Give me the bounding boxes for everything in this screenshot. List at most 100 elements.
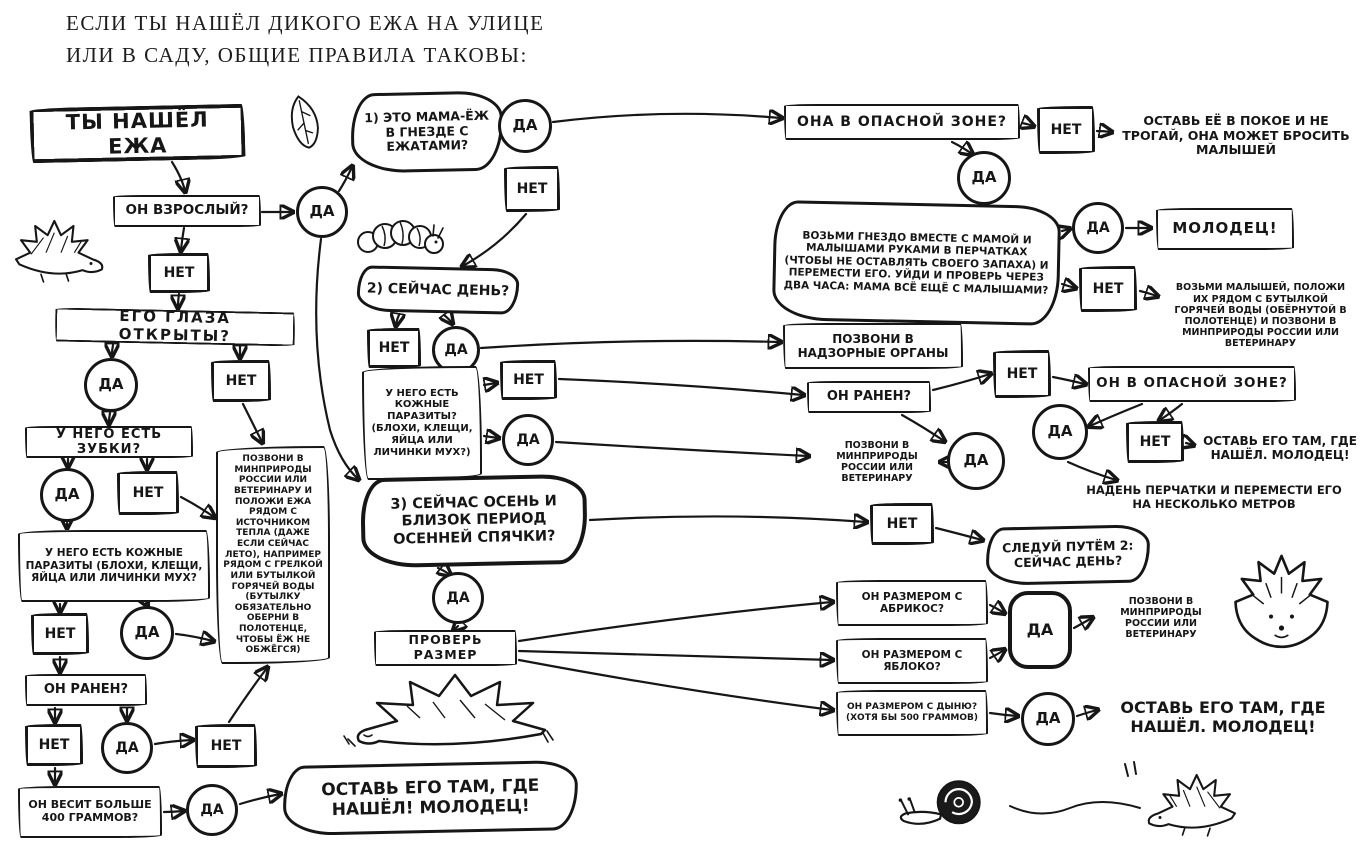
flow-edge bbox=[1072, 618, 1092, 628]
flow-edge bbox=[479, 341, 780, 348]
flow-edge bbox=[241, 402, 262, 442]
page-title: ЕСЛИ ТЫ НАШЁЛ ДИКОГО ЕЖА НА УЛИЦЕ ИЛИ В … bbox=[66, 8, 586, 71]
node-yes-danger-her: ДА bbox=[957, 151, 1011, 205]
node-yes-eyes: ДА bbox=[84, 358, 138, 412]
node-well-done: МОЛОДЕЦ! bbox=[1156, 208, 1294, 250]
flow-edge bbox=[1138, 291, 1157, 296]
flow-edge bbox=[551, 114, 781, 122]
node-danger-zone-him: ОН В ОПАСНОЙ ЗОНЕ? bbox=[1088, 366, 1296, 402]
node-teeth: У НЕГО ЕСТЬ ЗУБКИ? bbox=[25, 426, 193, 458]
hedgehog-illustration-left bbox=[6, 190, 106, 302]
node-leave-found-left: ОСТАВЬ ЕГО ТАМ, ГДЕ НАШЁЛ! МОЛОДЕЦ! bbox=[282, 759, 579, 837]
node-no-wounded-mid: НЕТ bbox=[993, 350, 1051, 398]
node-parasites-left: У НЕГО ЕСТЬ КОЖНЫЕ ПАРАЗИТЫ (БЛОХИ, КЛЕЩ… bbox=[18, 530, 210, 602]
node-gloves-move: НАДЕНЬ ПЕРЧАТКИ И ПЕРЕМЕСТИ ЕГО НА НЕСКО… bbox=[1086, 483, 1342, 511]
flow-edge bbox=[988, 713, 1017, 716]
node-no-mama: НЕТ bbox=[504, 166, 560, 212]
node-follow-path2: СЛЕДУЙ ПУТЁМ 2: СЕЙЧАС ДЕНЬ? bbox=[985, 524, 1151, 586]
flow-edge bbox=[988, 650, 1004, 658]
flow-edge bbox=[517, 602, 832, 643]
node-call-ministry-1: ПОЗВОНИ В МИНПРИРОДЫ РОССИИ ИЛИ ВЕТЕРИНА… bbox=[836, 439, 918, 485]
flow-edge bbox=[227, 668, 267, 724]
flow-edge bbox=[153, 740, 192, 744]
flow-edge bbox=[162, 811, 183, 812]
node-yes-nest: ДА bbox=[1072, 202, 1124, 254]
node-no-danger-him: НЕТ bbox=[1126, 421, 1184, 463]
node-check-size: ПРОВЕРЬ РАЗМЕР bbox=[374, 630, 517, 666]
flow-edge bbox=[337, 167, 352, 193]
node-yes-melon: ДА bbox=[1021, 692, 1075, 746]
node-danger-zone-her: ОНА В ОПАСНОЙ ЗОНЕ? bbox=[784, 104, 1020, 140]
hedgehog-illustration-right bbox=[1224, 540, 1339, 668]
flow-edge bbox=[1095, 131, 1111, 132]
flow-edge bbox=[482, 436, 498, 438]
flow-edge bbox=[517, 649, 832, 660]
node-start: ТЫ НАШЁЛ ЕЖА bbox=[29, 103, 246, 164]
hedgehog-illustration-bottom bbox=[1145, 758, 1245, 842]
node-yes-weight: ДА bbox=[186, 784, 238, 836]
flow-edge bbox=[1066, 460, 1116, 480]
sleeping-hedgehog-illustration bbox=[343, 660, 555, 760]
node-yes-teeth: ДА bbox=[40, 468, 94, 522]
node-q3-autumn: 3) СЕЙЧАС ОСЕНЬ И БЛИЗОК ПЕРИОД ОСЕННЕЙ … bbox=[360, 473, 588, 569]
flow-edge bbox=[112, 345, 113, 355]
node-size-apricot: ОН РАЗМЕРОМ С АБРИКОС? bbox=[836, 580, 988, 626]
node-leave-found-mid: ОСТАВЬ ЕГО ТАМ, ГДЕ НАШЁЛ. МОЛОДЕЦ! bbox=[1203, 433, 1357, 462]
node-yes-autumn: ДА bbox=[432, 572, 484, 624]
flow-edge bbox=[238, 794, 280, 806]
flow-edge bbox=[1160, 402, 1184, 420]
node-size-melon: ОН РАЗМЕРОМ С ДЫНЮ? (ХОТЯ БЫ 500 ГРАММОВ… bbox=[836, 690, 988, 736]
flow-edge bbox=[181, 226, 184, 250]
node-wounded-left: ОН РАНЕН? bbox=[25, 674, 147, 706]
caterpillar-illustration bbox=[352, 198, 452, 258]
flow-edge bbox=[557, 377, 803, 395]
node-no-adult: НЕТ bbox=[148, 253, 210, 293]
flow-edge bbox=[554, 440, 808, 456]
title-line-1: ЕСЛИ ТЫ НАШЁЛ ДИКОГО ЕЖА НА УЛИЦЕ bbox=[66, 11, 545, 35]
node-call-authorities: ПОЗВОНИ В НАДЗОРНЫЕ ОРГАНЫ bbox=[783, 323, 963, 369]
flow-edge bbox=[900, 413, 944, 441]
flow-edge bbox=[174, 634, 213, 641]
flow-edge bbox=[170, 160, 185, 191]
flow-edge bbox=[179, 495, 214, 517]
node-size-apple: ОН РАЗМЕРОМ С ЯБЛОКО? bbox=[836, 638, 988, 684]
node-take-babies: ВОЗЬМИ МАЛЫШЕЙ, ПОЛОЖИ ИХ РЯДОМ С БУТЫЛК… bbox=[1174, 282, 1347, 350]
flow-edge bbox=[988, 605, 1004, 613]
node-yes-danger-him: ДА bbox=[1032, 404, 1088, 460]
flow-edge bbox=[517, 658, 832, 710]
node-no-weight-branch: НЕТ bbox=[195, 724, 257, 768]
flow-edge bbox=[1051, 377, 1085, 384]
flow-edge bbox=[950, 142, 972, 154]
node-q1-mama: 1) ЭТО МАМА-ЁЖ В ГНЕЗДЕ С ЕЖАТАМИ? bbox=[350, 90, 504, 174]
flow-edge bbox=[1090, 402, 1144, 426]
motion-marks bbox=[1124, 761, 1137, 777]
node-yes-parasites-left: ДА bbox=[120, 606, 174, 660]
node-no-autumn: НЕТ bbox=[870, 503, 934, 545]
node-yes-small-size: ДА bbox=[1008, 591, 1072, 669]
node-no-parasites-left: НЕТ bbox=[31, 613, 89, 655]
flow-edge bbox=[146, 603, 147, 605]
flow-edge bbox=[178, 292, 179, 307]
flow-edge bbox=[463, 212, 528, 266]
node-eyes-open: ЕГО ГЛАЗА ОТКРЫТЫ? bbox=[54, 307, 296, 347]
node-weight: ОН ВЕСИТ БОЛЬШЕ 400 ГРАММОВ? bbox=[18, 786, 162, 838]
snail-illustration bbox=[888, 766, 1003, 832]
node-adult: ОН ВЗРОСЛЫЙ? bbox=[113, 195, 261, 227]
snail-trail bbox=[1009, 801, 1141, 815]
node-take-nest: ВОЗЬМИ ГНЕЗДО ВМЕСТЕ С МАМОЙ И МАЛЫШАМИ … bbox=[771, 200, 1062, 326]
node-yes-mama: ДА bbox=[498, 99, 552, 153]
node-yes-wounded-left: ДА bbox=[101, 722, 153, 774]
node-leave-her: ОСТАВЬ ЕЁ В ПОКОЕ И НЕ ТРОГАЙ, ОНА МОЖЕТ… bbox=[1122, 112, 1350, 158]
node-no-wounded-left: НЕТ bbox=[25, 724, 83, 766]
flow-edge bbox=[396, 315, 399, 325]
flow-edge bbox=[484, 383, 496, 385]
flow-edge bbox=[1186, 443, 1193, 445]
flow-edge bbox=[315, 237, 358, 479]
node-no-parasites-mid: НЕТ bbox=[500, 360, 557, 400]
node-yes-wounded-mid: ДА bbox=[947, 432, 1005, 490]
node-no-nest: НЕТ bbox=[1079, 266, 1137, 312]
node-yes-adult: ДА bbox=[296, 186, 348, 238]
node-no-danger-her: НЕТ bbox=[1037, 106, 1095, 154]
node-call-ministry-2: ПОЗВОНИ В МИНПРИРОДЫ РОССИИ ИЛИ ВЕТЕРИНА… bbox=[1120, 595, 1202, 641]
